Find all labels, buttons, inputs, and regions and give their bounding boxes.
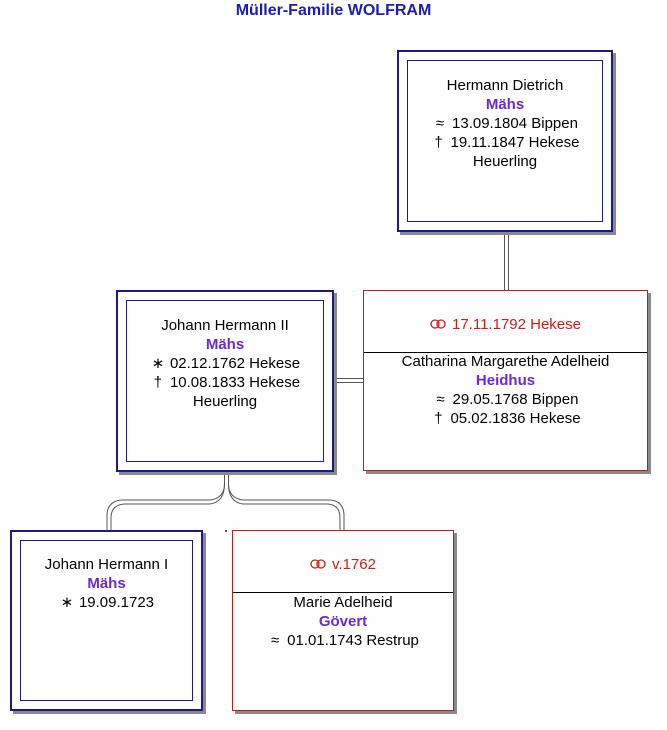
page-title: Müller-Familie WOLFRAM	[235, 2, 432, 19]
birth-line: ∗19.09.1723	[12, 593, 201, 612]
connector-fork-right	[228, 472, 345, 530]
death-cross-icon: †	[153, 374, 163, 391]
spouse-box-subject[interactable]: 17.11.1792 Hekese Catharina Margarethe A…	[363, 290, 648, 471]
marriage-line: 17.11.1792 Hekese	[364, 315, 647, 334]
baptism-icon: ≈	[436, 391, 445, 408]
rings-icon	[430, 315, 446, 334]
birth-star-icon: ∗	[151, 355, 165, 372]
marriage-date: 17.11.1792 Hekese	[452, 316, 581, 333]
death-line: † 10.08.1833 Hekese	[118, 373, 332, 392]
marriage-date: v.1762	[332, 556, 376, 573]
baptism-date: 29.05.1768 Bippen	[452, 391, 579, 408]
death-date: 05.02.1836 Hekese	[450, 410, 581, 427]
death-date: 10.08.1833 Hekese	[169, 374, 301, 391]
marriage-line: v.1762	[233, 555, 453, 574]
person-box-parent[interactable]: Johann Hermann I Mähs ∗19.09.1723	[10, 530, 203, 711]
person-box-inner-border	[20, 540, 193, 701]
surname: Mähs	[485, 96, 525, 113]
birth-star-icon: ∗	[60, 594, 74, 611]
connector-dot	[225, 530, 227, 532]
baptism-date: 13.09.1804 Bippen	[452, 115, 578, 132]
death-cross-icon: †	[434, 134, 443, 151]
death-line: † 19.11.1847 Hekese	[399, 133, 611, 152]
birth-date: 02.12.1762 Hekese	[169, 355, 301, 372]
occupation: Heuerling	[192, 393, 258, 410]
death-cross-icon: †	[434, 410, 443, 427]
baptism-icon: ≈	[435, 115, 445, 132]
birth-date: 19.09.1723	[78, 594, 155, 611]
given-name: Marie Adelheid	[293, 594, 393, 611]
baptism-date: 01.01.1743 Restrup	[287, 632, 419, 649]
given-name: Hermann Dietrich	[446, 77, 564, 94]
rings-icon	[310, 555, 326, 574]
spouse-divider	[364, 352, 647, 353]
baptism-line: ≈29.05.1768 Bippen	[364, 390, 647, 409]
given-name: Johann Hermann I	[44, 556, 169, 573]
baptism-icon: ≈	[270, 632, 280, 649]
spouse-details: Marie Adelheid Gövert ≈01.01.1743 Restru…	[233, 593, 453, 650]
person-details: Johann Hermann II Mähs ∗02.12.1762 Hekes…	[118, 316, 332, 411]
person-box-father[interactable]: Hermann Dietrich Mähs ≈13.09.1804 Bippen…	[397, 50, 613, 232]
connector-fork-right-b	[228, 472, 341, 530]
occupation: Heuerling	[472, 153, 538, 170]
person-details: Johann Hermann I Mähs ∗19.09.1723	[12, 555, 201, 612]
baptism-line: ≈01.01.1743 Restrup	[233, 631, 453, 650]
birth-line: ∗02.12.1762 Hekese	[118, 354, 332, 373]
given-name: Catharina Margarethe Adelheid	[401, 353, 610, 370]
spouse-box-parent[interactable]: v.1762 Marie Adelheid Gövert ≈01.01.1743…	[232, 530, 454, 711]
person-box-subject[interactable]: Johann Hermann II Mähs ∗02.12.1762 Hekes…	[116, 290, 334, 472]
connector-fork-left-b	[110, 472, 225, 530]
person-box-inner-border	[126, 300, 324, 462]
surname: Mähs	[87, 575, 126, 592]
baptism-line: ≈13.09.1804 Bippen	[399, 114, 611, 133]
spouse-details: Catharina Margarethe Adelheid Heidhus ≈2…	[364, 352, 647, 428]
spouse-divider	[233, 592, 453, 593]
surname: Gövert	[318, 613, 368, 630]
death-date: 19.11.1847 Hekese	[450, 134, 580, 151]
surname: Heidhus	[475, 372, 536, 389]
person-box-inner-border	[407, 60, 603, 222]
person-details: Hermann Dietrich Mähs ≈13.09.1804 Bippen…	[399, 76, 611, 171]
death-line: † 05.02.1836 Hekese	[364, 409, 647, 428]
given-name: Johann Hermann II	[161, 317, 289, 334]
surname: Mähs	[205, 336, 245, 353]
connector-fork-left	[106, 472, 225, 530]
